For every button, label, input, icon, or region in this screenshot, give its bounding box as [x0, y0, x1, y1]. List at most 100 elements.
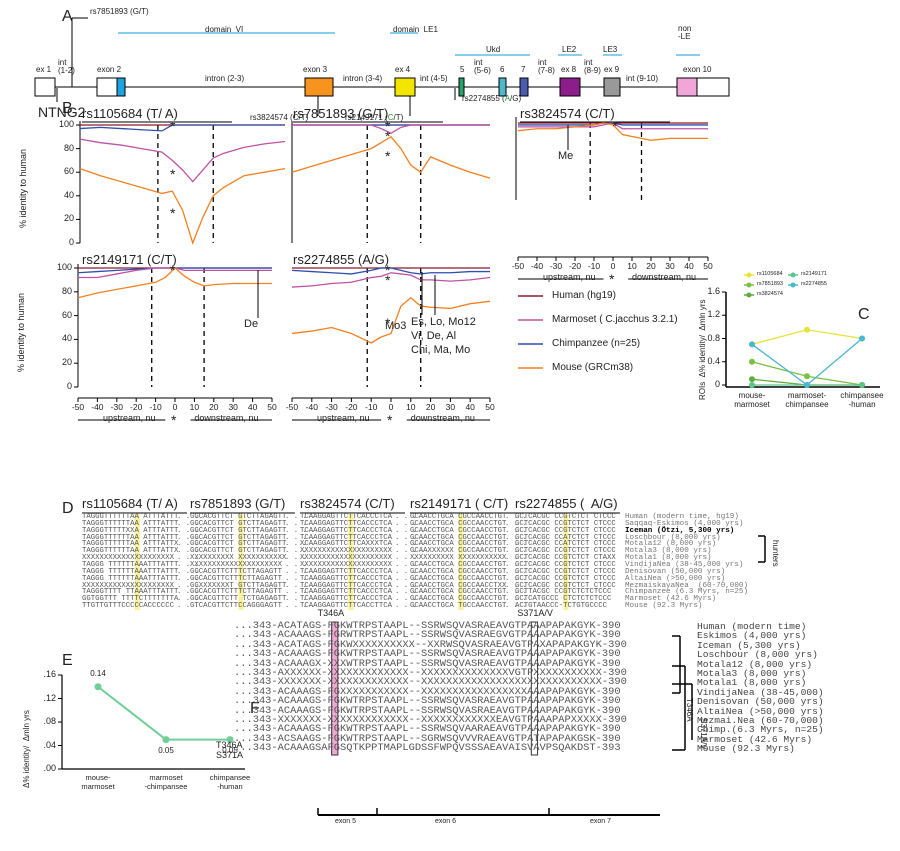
- protein-sequence-row: ...343-ACSAAGS-FGKWTRPSTAAPL--SGRWSQVVVR…: [234, 732, 621, 745]
- domain-label: domain LE1: [393, 25, 438, 34]
- domain-label: domain VI: [205, 25, 244, 34]
- x-axis-label-downstream: downstream, nu: [194, 413, 259, 423]
- y-tick-label: 0.8: [707, 332, 720, 343]
- sequence-row: GGCACGTTCTTTCTTAGAGTT: [190, 588, 282, 597]
- snp-asterisk: *: [609, 271, 615, 287]
- x-tick-label: -10: [149, 402, 162, 412]
- panel-letter: F: [250, 700, 260, 717]
- x-category-label: marmoset- chimpansee: [785, 391, 829, 409]
- data-point-rs3824574: [749, 376, 755, 383]
- feature-label: 7: [521, 65, 526, 74]
- sequence-row: GGCACGTTCTTTCTTAGAGTT: [190, 574, 282, 583]
- significance-asterisk: *: [170, 166, 176, 182]
- ellipsis: . . .: [285, 540, 307, 549]
- ellipsis: . . .: [395, 554, 417, 563]
- x-tick-label: 10: [627, 261, 637, 271]
- sequence-row: GCAACCTGCA CGCCAACCTGT: [410, 540, 507, 549]
- snp-highlight-column: [348, 514, 354, 610]
- gene-name: NTNG2: [38, 104, 86, 120]
- feature-label: int (7-8): [538, 58, 555, 75]
- sequence-row: XCAAGGAGTTCTTCAXXXTCA: [300, 540, 392, 549]
- sequence-row: TTGTTGTTTCCCCCACCCCCC: [82, 602, 174, 611]
- legend-label: rs2149171: [801, 271, 827, 277]
- legend-label: Mouse (GRCm38): [552, 362, 634, 373]
- legend-marker: [746, 292, 752, 298]
- sequence-row: XXXXXXXXXXXXXXXXXXXXX: [300, 554, 392, 563]
- protein-sequence-row: ...343-XXXXXXX-XXXXXXXXXXXXX--XXXXXXXXXX…: [234, 676, 627, 689]
- species-label: Denisovan (50,000 yrs): [697, 696, 824, 708]
- y-axis-label: % identity to human: [18, 148, 28, 228]
- y-tick-label: 100: [58, 119, 74, 129]
- x-tick-label: 20: [209, 402, 219, 412]
- ellipsis: . . .: [177, 519, 199, 528]
- feature-label: int (9-10): [626, 74, 659, 83]
- y-tick-label: 20: [63, 213, 74, 224]
- legend-marker: [790, 282, 796, 288]
- significance-asterisk: *: [170, 262, 176, 278]
- sequence-row: GCAACCTGCA CGCCAACCTGT: [410, 588, 507, 597]
- sequence-row: GCTCACGC CCGTCTCT CTCCC: [515, 574, 616, 583]
- data-point-rs7851893: [749, 358, 755, 365]
- x-tick-label: 20: [646, 261, 656, 271]
- sequence-row: GCAACCTGCA CGCCAACCTGT: [410, 560, 507, 569]
- snp-label-part: /T): [393, 113, 404, 122]
- sequence-row: TCAAGGAGTTCTTCACCCTCA: [300, 526, 392, 535]
- sequence-row: GCTCACGC CCGTCTCT CTCCC: [515, 513, 616, 521]
- data-label: 0.05: [158, 745, 174, 755]
- x-tick-label: 40: [465, 402, 475, 412]
- legend-label: rs3824574: [757, 291, 783, 297]
- ellipsis: . . .: [505, 595, 527, 604]
- feature-label: exon 2: [97, 65, 122, 74]
- sequence-row: TCAAGGAGTTCTTCACCCTCA: [300, 588, 392, 597]
- exon-1: [34, 77, 56, 97]
- sequence-row: GGCACGTTCT GTCTTAGAGTT: [190, 519, 287, 528]
- snp-highlight-column: [458, 514, 464, 610]
- series-line-mouse: [77, 267, 272, 299]
- ellipsis: . . .: [505, 526, 527, 535]
- species-label: Loschbour (8,000 yrs): [625, 533, 721, 542]
- legend-marker: [790, 272, 796, 278]
- sequence-row: XXXXXXXXXXXXXXXXXXXXX: [300, 560, 392, 569]
- species-label: VindijaNea (38-45,000 yrs): [625, 560, 744, 569]
- x-tick-label: 50: [485, 402, 495, 412]
- snp-asterisk: *: [171, 412, 177, 428]
- exon-3: [304, 77, 334, 97]
- feature-label: intron (2-3): [205, 74, 245, 83]
- sequence-header: rs3824574 (C/T): [300, 496, 395, 511]
- series-line-marmoset: [291, 272, 491, 288]
- x-axis-label-upstream: upstream, nu: [543, 272, 596, 282]
- ellipsis: . . .: [285, 513, 307, 521]
- sequence-row: GGCACGTTCTT TCTGAGAGTT: [190, 595, 287, 604]
- significance-asterisk: *: [170, 118, 176, 134]
- ellipsis: . . .: [285, 547, 307, 556]
- plot-title: rs7851893 (G/T): [293, 106, 389, 121]
- data-label: 0.14: [90, 668, 106, 678]
- x-tick-label: 40: [247, 402, 258, 412]
- sequence-row: GCTCACGC CCGTCTCT CTCCC: [515, 581, 616, 590]
- data-point: [162, 736, 170, 744]
- domain-label: non -LE: [678, 24, 692, 41]
- ellipsis: . . .: [505, 533, 527, 542]
- y-tick-label: 0.4: [707, 355, 720, 366]
- snp-label-part: rs2274855 (: [462, 94, 505, 103]
- protein-sequence-row: ...343-ACAAAGS-FGKWTRPSTAAPL--SSRWSQVASR…: [234, 704, 621, 717]
- bracket-label: S371A/V: [699, 718, 708, 750]
- sequence-header: rs2274855 ( A/G): [515, 496, 618, 511]
- x-tick-label: 10: [406, 402, 416, 412]
- x-tick-label: 50: [703, 261, 713, 271]
- snp-asterisk: *: [387, 412, 393, 428]
- x-tick-label: 50: [267, 402, 277, 412]
- species-label: Chimp.(6.3 Myrs, n=25): [697, 724, 824, 736]
- species-label: VindijaNea (38-45,000): [697, 686, 824, 698]
- sequence-row: XXXXXXXXXXXXXXXXXXXXX: [300, 547, 392, 556]
- sequence-row: GCAACCTGCA CGCCAACCTGT: [410, 513, 507, 521]
- data-label: 0.05: [222, 745, 238, 755]
- series-line-chimpanzee: [291, 267, 490, 275]
- ellipsis: . . .: [505, 567, 527, 576]
- sequence-row: GCTCACGC CCGTCTCT CTCCC: [515, 560, 616, 569]
- exon-10-coding: [676, 77, 698, 97]
- x-category-label: chimpansee -human: [840, 391, 884, 409]
- y-tick-label: 80: [63, 142, 74, 153]
- sequence-row: TAGGG TTTTTTAAATTTATTT: [82, 574, 179, 583]
